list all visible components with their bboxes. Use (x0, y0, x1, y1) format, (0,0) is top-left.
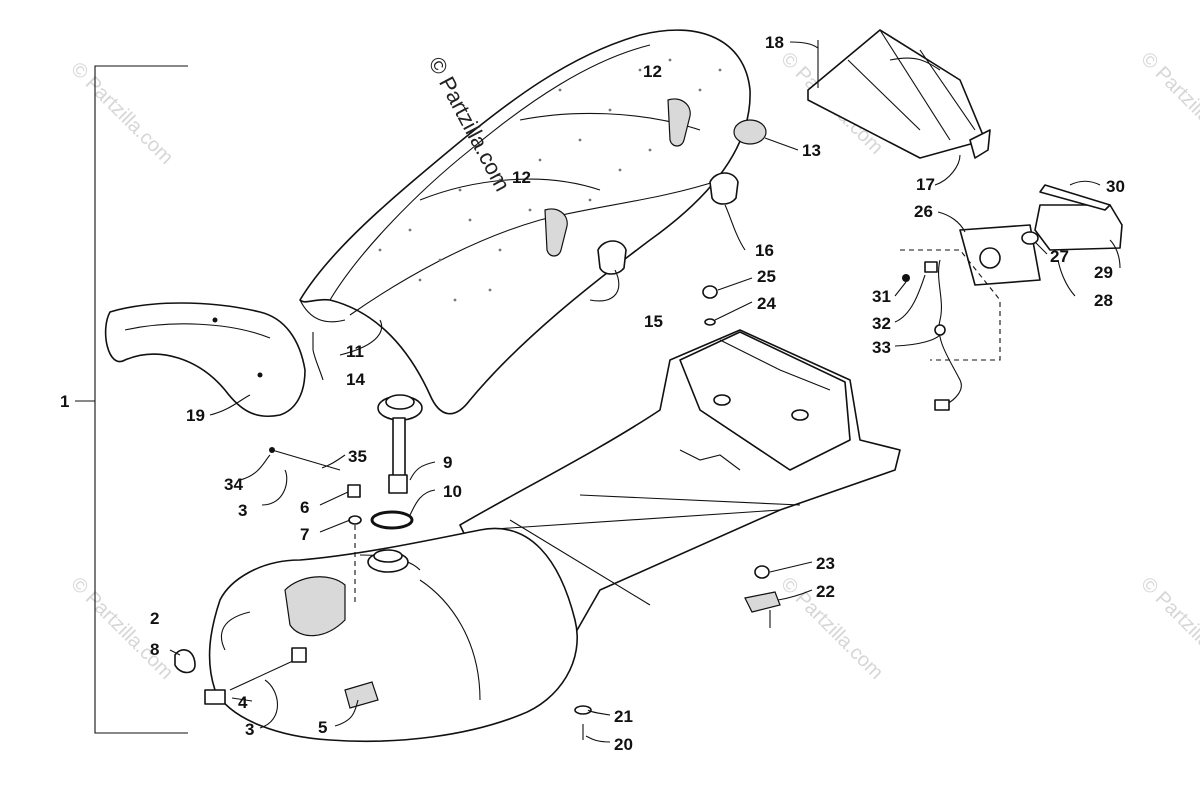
callout-18: 18 (765, 33, 784, 52)
clamp (174, 649, 196, 674)
callout-14: 14 (346, 370, 365, 389)
callout-10: 10 (443, 482, 462, 501)
callout-12: 12 (512, 168, 531, 187)
rear-flap (104, 302, 306, 417)
callout-17: 17 (916, 175, 935, 194)
seat-knob (597, 240, 627, 275)
callout-8: 8 (150, 640, 159, 659)
callout-5: 5 (318, 718, 327, 737)
callout-20: 20 (614, 735, 633, 754)
vent-line (269, 447, 362, 605)
seat-cap (733, 119, 767, 145)
callout-2: 2 (150, 609, 159, 628)
callout-22: 22 (816, 582, 835, 601)
callout-27: 27 (1050, 247, 1069, 266)
watermark-faint: © Partzilla.com (66, 58, 177, 169)
callout-3: 3 (245, 720, 254, 739)
drain-fittings (174, 647, 307, 705)
callout-24: 24 (757, 294, 776, 313)
callout-7: 7 (300, 525, 309, 544)
callout-23: 23 (816, 554, 835, 573)
callout-3: 3 (238, 501, 247, 520)
callout-1: 1 (60, 392, 69, 411)
callout-13: 13 (802, 141, 821, 160)
bulb (1021, 231, 1039, 245)
watermark-faint: © Partzilla.com (1136, 573, 1200, 684)
callout-26: 26 (914, 202, 933, 221)
callout-labels: 1 2 3 3 4 5 6 7 8 9 10 11 12 12 13 14 15… (60, 33, 1125, 754)
callout-11: 11 (346, 342, 364, 361)
seat-knob (709, 172, 739, 205)
callout-12: 12 (643, 62, 662, 81)
watermark-faint: © Partzilla.com (1136, 48, 1200, 159)
seat-handle (667, 98, 691, 147)
callout-4: 4 (238, 693, 248, 712)
callout-32: 32 (872, 314, 891, 333)
assembly-bracket (75, 65, 188, 734)
seat-base (459, 329, 901, 661)
callout-9: 9 (443, 453, 452, 472)
callout-34: 34 (224, 475, 243, 494)
leader-lines (169, 41, 1121, 743)
seat-assembly (299, 29, 767, 415)
callout-29: 29 (1094, 263, 1113, 282)
callout-19: 19 (186, 406, 205, 425)
tail-light-lens (1034, 204, 1123, 251)
callout-35: 35 (348, 447, 367, 466)
tank-bracket (344, 681, 379, 709)
seat-handle (544, 208, 568, 257)
callout-16: 16 (755, 241, 774, 260)
fuel-tank (208, 527, 578, 743)
callout-30: 30 (1106, 177, 1125, 196)
callout-21: 21 (614, 707, 633, 726)
callout-31: 31 (872, 287, 891, 306)
callout-28: 28 (1094, 291, 1113, 310)
callout-25: 25 (757, 267, 776, 286)
drain-valve (204, 689, 226, 705)
callout-6: 6 (300, 498, 309, 517)
tail-light-assembly (900, 184, 1123, 411)
rear-bracket (807, 29, 991, 159)
o-ring (370, 510, 414, 530)
fuel-cap-sender (370, 394, 423, 530)
sender-tube (392, 417, 406, 479)
callout-33: 33 (872, 338, 891, 357)
callout-15: 15 (644, 312, 663, 331)
watermark-faint: © Partzilla.com (66, 573, 177, 684)
hardware (574, 285, 781, 740)
